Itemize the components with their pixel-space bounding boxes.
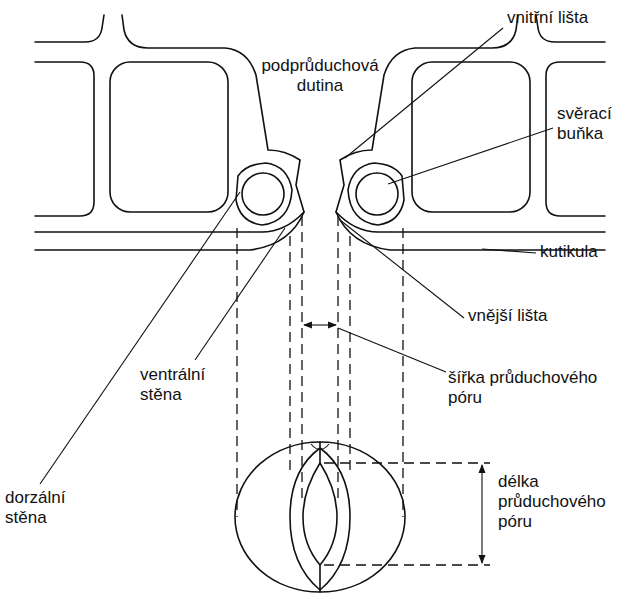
part-label: podprůduchová dutina bbox=[250, 56, 390, 96]
part-label: šířka průduchového póru bbox=[448, 368, 623, 408]
part-label: délka průduchového póru bbox=[498, 472, 628, 532]
part-label: ventrální stěna bbox=[140, 365, 230, 405]
dimension-arrows bbox=[304, 325, 482, 563]
part-label: kutikula bbox=[540, 242, 635, 262]
left-guard-cell-section bbox=[35, 15, 304, 250]
part-label: svěrací buňka bbox=[557, 104, 635, 144]
surface-view bbox=[235, 442, 405, 592]
part-label: vnitřní lišta bbox=[507, 8, 635, 28]
part-label: vnější lišta bbox=[468, 306, 588, 326]
part-label: dorzální stěna bbox=[5, 488, 90, 528]
leader-lines bbox=[40, 28, 553, 484]
cross-section bbox=[35, 15, 605, 250]
